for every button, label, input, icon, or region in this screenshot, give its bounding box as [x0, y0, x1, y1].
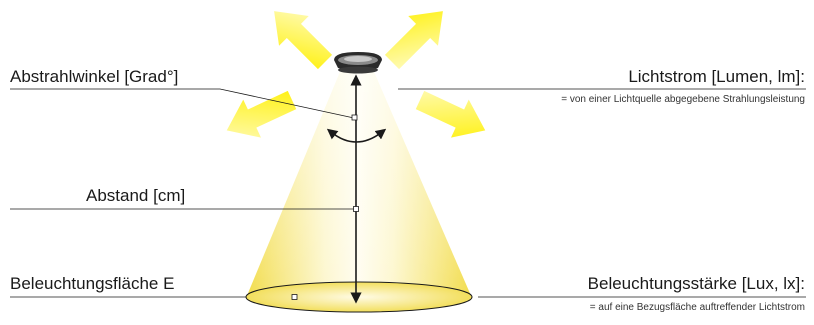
label-beleuchtungsstaerke: Beleuchtungsstärke [Lux, lx]: — [588, 274, 805, 294]
distance-marker — [354, 207, 359, 212]
angle-marker — [352, 115, 357, 120]
area-marker — [292, 295, 297, 300]
label-lichtstrom: Lichtstrom [Lumen, lm]: — [628, 67, 805, 87]
illumination-ellipse — [246, 282, 472, 312]
label-abstrahlwinkel: Abstrahlwinkel [Grad°] — [10, 67, 178, 87]
label-beleuchtungsstaerke-definition: = auf eine Bezugsfläche auftreffender Li… — [590, 302, 805, 313]
radiation-arrow-upper-right — [377, 0, 458, 77]
radiation-arrow-upper-left — [259, 0, 340, 77]
radiation-arrow-lower-right — [411, 81, 494, 149]
lamp-icon — [334, 52, 382, 74]
label-lichtstrom-definition: = von einer Lichtquelle abgegebene Strah… — [561, 94, 805, 105]
label-abstand: Abstand [cm] — [86, 186, 185, 206]
label-beleuchtungsflaeche: Beleuchtungsfläche E — [10, 274, 174, 294]
